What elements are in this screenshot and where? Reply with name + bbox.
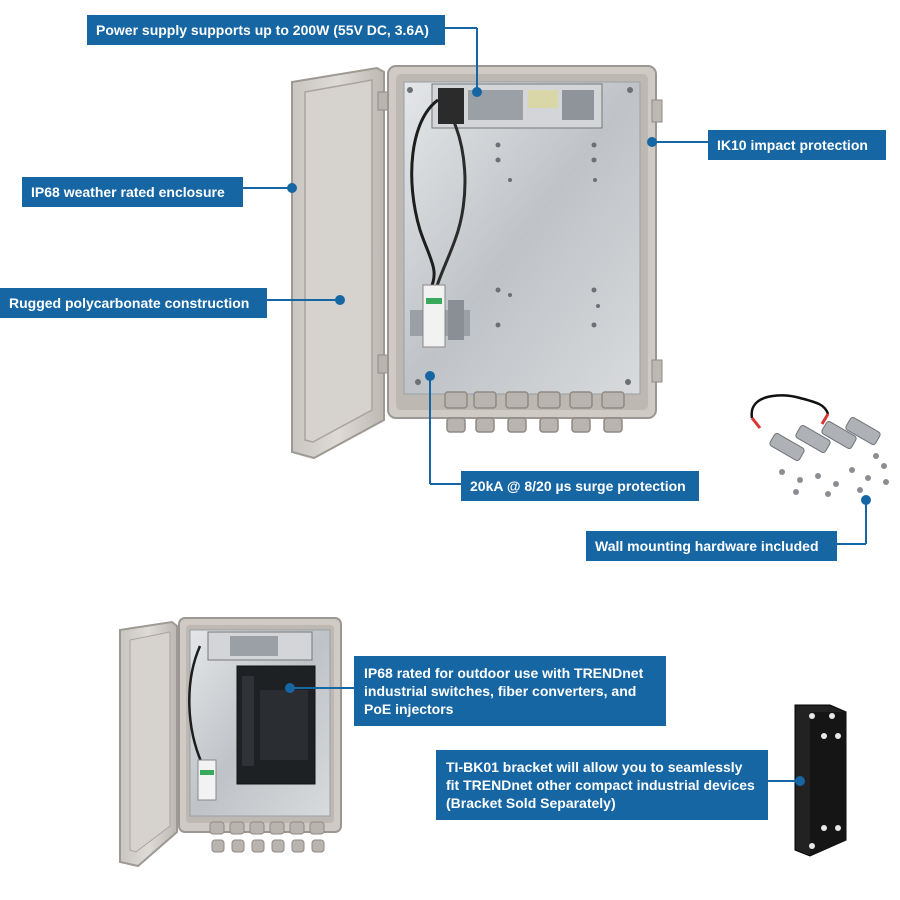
callout-bracket-line-2: fit TRENDnet other compact industrial de… <box>446 777 755 793</box>
callout-bracket-line-3: (Bracket Sold Separately) <box>446 795 616 811</box>
wall-mount-hardware <box>750 394 889 497</box>
power-supply <box>431 83 603 129</box>
callout-polycarbonate: Rugged polycarbonate construction <box>0 288 267 318</box>
callout-outdoor-use-line-3: PoE injectors <box>364 701 454 717</box>
callout-bracket: TI-BK01 bracket will allow you to seamle… <box>436 750 768 820</box>
callout-ip68-enclosure: IP68 weather rated enclosure <box>22 177 243 207</box>
callout-ik10: IK10 impact protection <box>708 130 886 160</box>
enclosure-top <box>291 65 663 460</box>
enclosure-bottom <box>119 617 342 868</box>
callout-power-supply: Power supply supports up to 200W (55V DC… <box>87 15 445 45</box>
callout-surge: 20kA @ 8/20 µs surge protection <box>461 471 699 501</box>
callout-outdoor-use-line-1: IP68 rated for outdoor use with TRENDnet <box>364 665 644 681</box>
callout-wall-mount: Wall mounting hardware included <box>586 531 837 561</box>
ti-bk01-bracket <box>794 704 847 857</box>
callout-bracket-line-1: TI-BK01 bracket will allow you to seamle… <box>446 759 743 775</box>
callout-outdoor-use-line-2: industrial switches, fiber converters, a… <box>364 683 637 699</box>
callout-outdoor-use: IP68 rated for outdoor use with TRENDnet… <box>354 656 666 726</box>
surge-protector <box>410 284 470 348</box>
leader-lines <box>243 27 871 786</box>
